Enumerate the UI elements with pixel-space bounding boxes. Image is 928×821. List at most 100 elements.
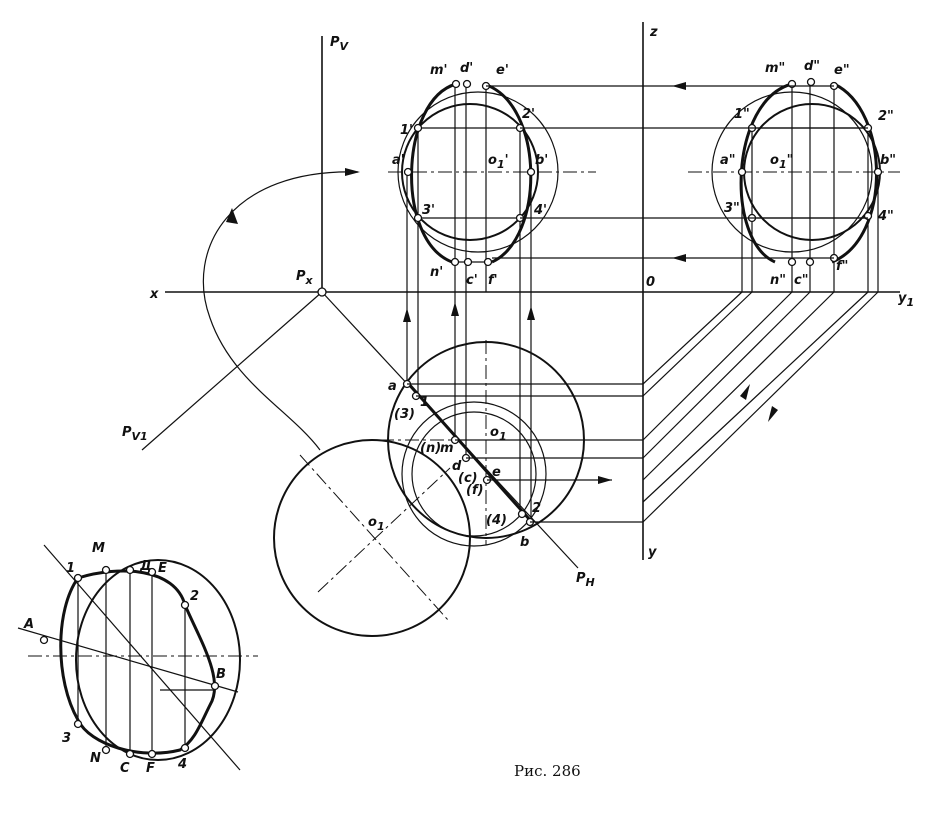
diag-7 — [642, 291, 879, 523]
trace-labels: PV Px PH PV1 — [122, 35, 595, 589]
top-labels: a 1 (3) (n) m d (c) e (f) (4) 2 b o1 o1 — [368, 379, 541, 550]
pt-c2 — [805, 257, 815, 267]
ts-pt-A — [39, 635, 49, 645]
label-d-top: d — [452, 459, 462, 474]
diag-arrow-2 — [768, 406, 778, 422]
pt-2-top — [517, 509, 527, 519]
pt-a1 — [403, 167, 413, 177]
pt-m1 — [451, 79, 461, 89]
ts-pt-4 — [180, 743, 190, 753]
ts-pt-D — [125, 565, 135, 575]
label-b1: b' — [535, 153, 548, 168]
rotation-arrow — [345, 168, 360, 176]
label-e1: e' — [496, 63, 509, 78]
up-arrow-3 — [527, 306, 535, 320]
label-ts-D: Д — [139, 559, 152, 574]
pt-px — [317, 287, 327, 297]
label-1-top: 1 — [420, 395, 429, 410]
pt-d2 — [806, 77, 816, 87]
label-x: x — [149, 287, 159, 302]
pt-n2 — [787, 257, 797, 267]
label-z: z — [649, 25, 658, 40]
label-4-2: 4" — [877, 209, 894, 224]
up-arrow-2 — [451, 302, 459, 316]
label-b-top: b — [520, 535, 529, 550]
top-inner-circle-2 — [411, 411, 537, 537]
front-side-connectors — [486, 82, 868, 262]
true-section-labels: 1 M Д E 2 A B 3 N C F 4 — [23, 541, 226, 776]
label-b2: b" — [880, 153, 896, 168]
diag-4 — [642, 291, 811, 459]
label-ph: PH — [576, 571, 595, 589]
pt-b1 — [526, 167, 536, 177]
ts-pt-2 — [180, 600, 190, 610]
label-ts-2: 2 — [190, 589, 199, 604]
label-ts-A: A — [23, 617, 34, 632]
label-f-top: (f) — [466, 483, 484, 498]
top-inner-circle — [401, 401, 547, 547]
axis-labels: x z y y1 0 Рис. 286 — [149, 25, 914, 780]
ts-pt-E — [147, 567, 157, 577]
conn-arrow-1 — [672, 82, 686, 90]
label-o1-rotated: o1 — [368, 515, 385, 533]
label-ts-E: E — [158, 561, 167, 576]
label-d2: d" — [804, 59, 820, 74]
label-c2: c" — [794, 273, 808, 288]
diag-arrow-1 — [740, 384, 750, 400]
label-c1: c' — [466, 273, 478, 288]
label-m2: m" — [765, 61, 785, 76]
label-e-top: e — [492, 465, 501, 480]
rotated-axis-2 — [317, 467, 451, 593]
ts-major-axis — [17, 627, 239, 693]
label-ts-N: N — [90, 751, 101, 766]
label-1-1: 1' — [400, 123, 413, 138]
rotated-view — [273, 439, 471, 637]
ts-pt-N — [101, 745, 111, 755]
label-ts-B: B — [216, 667, 226, 682]
pt-1-1 — [413, 123, 423, 133]
pt-f1 — [483, 257, 493, 267]
rotation-arc — [202, 171, 359, 451]
label-1-2: 1" — [734, 107, 750, 122]
label-a-top: a — [388, 379, 397, 394]
label-e2: e" — [834, 63, 850, 78]
label-ts-4: 4 — [177, 757, 187, 772]
ts-cut-line — [43, 544, 241, 771]
label-pv1: PV1 — [122, 425, 148, 443]
side-view — [688, 77, 900, 292]
diag-3 — [642, 291, 793, 441]
front-labels: m' d' e' 1' 2' a' o1' b' 3' 4' n' c' f' — [392, 61, 548, 288]
pt-a2 — [737, 167, 747, 177]
label-4-1: 4' — [533, 203, 547, 218]
label-c-top: (c) — [458, 471, 478, 486]
diag-5 — [642, 291, 835, 481]
label-ts-M: M — [92, 541, 105, 556]
front-view — [388, 79, 596, 292]
up-arrow-1 — [403, 308, 411, 322]
label-pv: PV — [330, 35, 350, 53]
label-4-top: (4) — [486, 513, 507, 528]
plane-traces — [141, 168, 579, 569]
figure-caption: Рис. 286 — [514, 762, 581, 780]
label-o1-side: o1" — [770, 153, 793, 171]
projection-axes — [165, 22, 900, 560]
label-f2: f" — [836, 259, 848, 274]
pt-d1 — [462, 79, 472, 89]
label-ts-1: 1 — [66, 561, 75, 576]
ts-pt-3 — [73, 719, 83, 729]
pt-n1 — [450, 257, 460, 267]
label-3-top: (3) — [394, 407, 415, 422]
label-origin: 0 — [646, 275, 655, 290]
label-d1: d' — [460, 61, 473, 76]
pt-3-1 — [413, 213, 423, 223]
pt-b2 — [873, 167, 883, 177]
label-n-top: (n) — [420, 441, 441, 456]
diag-6 — [642, 291, 869, 503]
label-2-1: 2' — [522, 107, 535, 122]
label-a1: a' — [392, 153, 405, 168]
label-2-2: 2" — [878, 109, 894, 124]
pt-c1 — [463, 257, 473, 267]
true-section-contour — [59, 569, 217, 755]
label-o1-front: o1' — [488, 153, 509, 171]
label-px: Px — [296, 269, 314, 287]
